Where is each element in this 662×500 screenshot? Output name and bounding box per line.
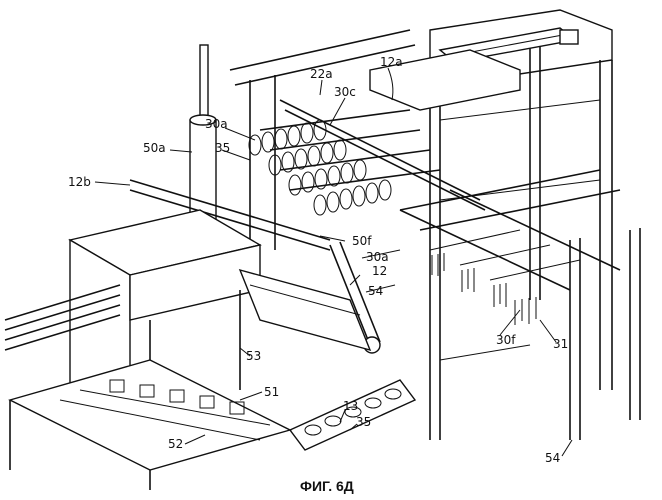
label-22a: 22a [310,67,333,81]
label-13: 13 [343,399,358,413]
label-30a-top: 30a [205,117,228,131]
label-50f: 50f [352,234,372,248]
label-51: 51 [264,385,279,399]
label-35-top: 35 [215,141,230,155]
label-35-bottom: 35 [356,415,371,429]
hanger-rails [400,170,640,440]
label-12a: 12a [380,55,403,69]
label-53: 53 [246,349,261,363]
label-52: 52 [168,437,183,451]
label-54-bottom: 54 [545,451,560,465]
label-12: 12 [372,264,387,278]
vertical-guide-tube [190,45,216,220]
label-30a-mid: 30a [366,250,389,264]
label-54-mid: 54 [368,284,383,298]
label-30f: 30f [496,333,516,347]
trough [240,270,370,350]
coil-rows [249,120,391,215]
label-12b: 12b [68,175,91,189]
figure-caption: ФИГ. 6Д [300,478,354,494]
label-30c: 30c [334,85,356,99]
label-50a: 50a [143,141,166,155]
label-31: 31 [553,337,568,351]
